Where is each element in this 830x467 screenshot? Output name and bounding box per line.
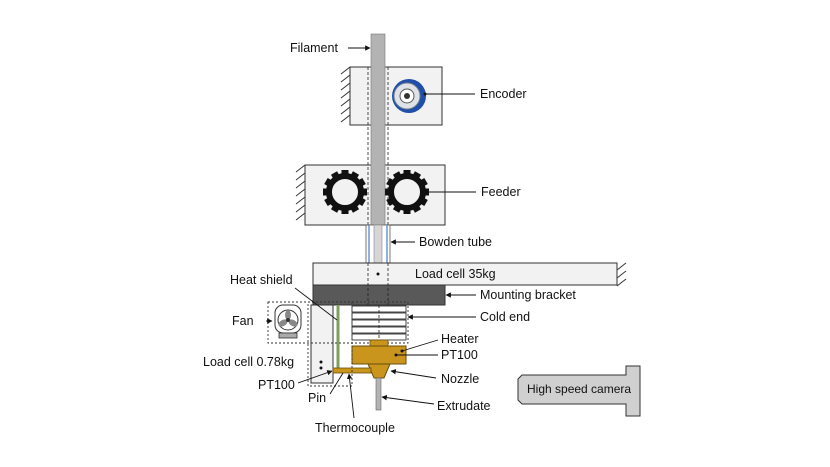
label-filament: Filament bbox=[290, 41, 338, 55]
wall-hatch-encoder bbox=[340, 66, 351, 125]
leader-thermocouple bbox=[346, 373, 355, 419]
small-load-cell-region bbox=[307, 301, 353, 387]
loadcell-dot bbox=[376, 272, 380, 276]
label-cold-end: Cold end bbox=[480, 310, 530, 324]
label-heater: Heater bbox=[441, 332, 479, 346]
load-cell-35kg bbox=[312, 262, 618, 286]
feeder-dot bbox=[422, 190, 426, 194]
label-encoder: Encoder bbox=[480, 87, 527, 101]
heat-shield-support bbox=[310, 304, 334, 384]
high-speed-camera bbox=[517, 365, 641, 417]
gear-icon bbox=[323, 170, 367, 214]
label-high-speed-camera: High speed camera bbox=[527, 382, 631, 396]
leader-heat-shield bbox=[294, 287, 338, 321]
fan-icon bbox=[274, 304, 302, 339]
nozzle bbox=[367, 363, 391, 379]
label-fan: Fan bbox=[232, 314, 254, 328]
label-heat-shield: Heat shield bbox=[230, 273, 293, 287]
label-thermocouple: Thermocouple bbox=[315, 421, 395, 435]
encoder-icon bbox=[392, 79, 426, 113]
label-pt100-left: PT100 bbox=[258, 378, 295, 392]
leader-extrudate bbox=[381, 394, 435, 405]
extrudate bbox=[375, 377, 382, 411]
encoder-dot bbox=[423, 92, 427, 96]
leader-nozzle bbox=[390, 369, 437, 379]
leader-heater bbox=[401, 339, 439, 352]
label-bowden-tube: Bowden tube bbox=[419, 235, 492, 249]
wall-hatch-feeder bbox=[295, 164, 306, 225]
wall-hatch-loadcell bbox=[616, 262, 627, 287]
bowden-tube bbox=[365, 224, 391, 264]
heater-block bbox=[369, 339, 389, 347]
leader-pin bbox=[329, 372, 344, 395]
label-nozzle: Nozzle bbox=[441, 372, 479, 386]
label-load-cell-078kg: Load cell 0.78kg bbox=[203, 355, 294, 369]
leader-pt100-left bbox=[297, 370, 333, 384]
label-feeder: Feeder bbox=[481, 185, 521, 199]
label-pt100-right: PT100 bbox=[441, 348, 478, 362]
label-mounting-bracket: Mounting bracket bbox=[480, 288, 576, 302]
pt100-left-dot bbox=[319, 366, 323, 370]
load-cell-0.78-dot bbox=[319, 360, 323, 364]
label-extrudate: Extrudate bbox=[437, 399, 491, 413]
label-load-cell-35kg: Load cell 35kg bbox=[415, 267, 496, 281]
label-pin: Pin bbox=[308, 391, 326, 405]
